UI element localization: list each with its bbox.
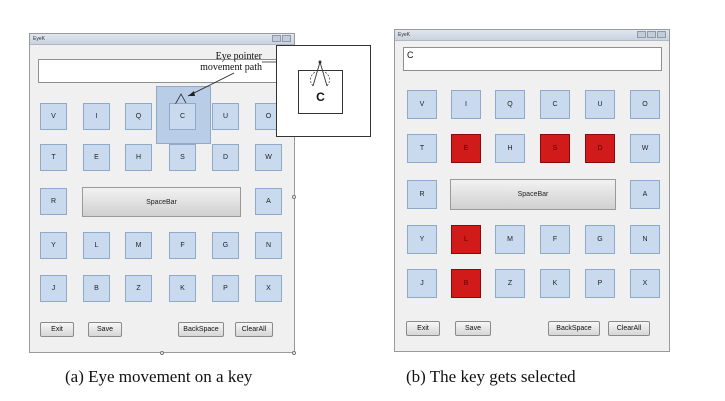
key-i[interactable]: I (83, 103, 110, 130)
key-q[interactable]: Q (495, 90, 525, 119)
key-t[interactable]: T (407, 134, 437, 163)
key-t[interactable]: T (40, 144, 67, 171)
annotation-line (187, 72, 235, 97)
key-k[interactable]: K (540, 269, 570, 298)
window-title: EyeK (398, 32, 410, 38)
key-u[interactable]: U (585, 90, 615, 119)
clearall-button[interactable]: ClearAll (608, 321, 650, 336)
minimize-icon[interactable] (637, 31, 646, 38)
key-y[interactable]: Y (407, 225, 437, 254)
exit-button[interactable]: Exit (406, 321, 440, 336)
window-controls (637, 31, 666, 38)
window-title: EyeK (33, 36, 45, 42)
caption-a: (a) Eye movement on a key (65, 367, 253, 386)
annotation-line-1: Eye pointer (215, 51, 262, 62)
annotation-line-2: movement path (200, 62, 262, 73)
title-bar: EyeK (30, 34, 294, 45)
spacebar-button[interactable]: SpaceBar (82, 187, 241, 217)
key-m[interactable]: M (125, 232, 152, 259)
key-b[interactable]: B (83, 275, 110, 302)
key-b-selected[interactable]: B (451, 269, 481, 298)
maximize-icon[interactable] (647, 31, 656, 38)
key-q[interactable]: Q (125, 103, 152, 130)
key-d-selected[interactable]: D (585, 134, 615, 163)
key-f[interactable]: F (169, 232, 196, 259)
key-x[interactable]: X (255, 275, 282, 302)
spacebar-button[interactable]: SpaceBar (450, 179, 616, 210)
key-v[interactable]: V (40, 103, 67, 130)
key-p[interactable]: P (212, 275, 239, 302)
key-z[interactable]: Z (125, 275, 152, 302)
key-a[interactable]: A (630, 180, 660, 209)
key-w[interactable]: W (255, 144, 282, 171)
key-s-selected[interactable]: S (540, 134, 570, 163)
key-c[interactable]: C (540, 90, 570, 119)
key-m[interactable]: M (495, 225, 525, 254)
key-n[interactable]: N (255, 232, 282, 259)
key-r[interactable]: R (40, 188, 67, 215)
window-controls (272, 35, 291, 42)
key-h[interactable]: H (125, 144, 152, 171)
key-g[interactable]: G (212, 232, 239, 259)
key-p[interactable]: P (585, 269, 615, 298)
backspace-button[interactable]: BackSpace (178, 322, 224, 337)
key-z[interactable]: Z (495, 269, 525, 298)
key-e[interactable]: E (83, 144, 110, 171)
key-e-selected[interactable]: E (451, 134, 481, 163)
title-bar: EyeK (395, 30, 669, 41)
key-n[interactable]: N (630, 225, 660, 254)
key-r[interactable]: R (407, 180, 437, 209)
key-i[interactable]: I (451, 90, 481, 119)
key-h[interactable]: H (495, 134, 525, 163)
minimize-icon[interactable] (272, 35, 281, 42)
caption-b: (b) The key gets selected (406, 367, 576, 386)
backspace-button[interactable]: BackSpace (548, 321, 600, 336)
close-icon[interactable] (657, 31, 666, 38)
close-icon[interactable] (282, 35, 291, 42)
save-button[interactable]: Save (88, 322, 122, 337)
key-j[interactable]: J (40, 275, 67, 302)
zoom-inset: C (276, 45, 371, 137)
keyboard-window-b: EyeK C V I Q C U O T E H S D W R SpaceBa… (394, 29, 670, 352)
text-output-field[interactable]: C (403, 47, 662, 71)
key-f[interactable]: F (540, 225, 570, 254)
figure-handle (160, 351, 164, 355)
text-output-field[interactable] (38, 59, 288, 83)
annotation-label: Eye pointer movement path (172, 51, 262, 73)
key-k[interactable]: K (169, 275, 196, 302)
key-g[interactable]: G (585, 225, 615, 254)
key-l-selected[interactable]: L (451, 225, 481, 254)
save-button[interactable]: Save (455, 321, 491, 336)
inset-key-c: C (298, 70, 343, 114)
key-u[interactable]: U (212, 103, 239, 130)
arrow-head-icon (188, 91, 195, 96)
key-a[interactable]: A (255, 188, 282, 215)
key-w[interactable]: W (630, 134, 660, 163)
keyboard-window-a: EyeK V I Q C U O T E H S D W R SpaceBar … (29, 33, 295, 353)
key-s[interactable]: S (169, 144, 196, 171)
key-x[interactable]: X (630, 269, 660, 298)
key-d[interactable]: D (212, 144, 239, 171)
figure-handle (292, 351, 296, 355)
key-j[interactable]: J (407, 269, 437, 298)
key-c[interactable]: C (169, 103, 196, 130)
eye-path-icon (175, 93, 187, 104)
key-y[interactable]: Y (40, 232, 67, 259)
key-o[interactable]: O (630, 90, 660, 119)
exit-button[interactable]: Exit (40, 322, 74, 337)
key-v[interactable]: V (407, 90, 437, 119)
figure-handle (292, 195, 296, 199)
inset-path-icon (310, 60, 330, 87)
clearall-button[interactable]: ClearAll (235, 322, 273, 337)
key-l[interactable]: L (83, 232, 110, 259)
